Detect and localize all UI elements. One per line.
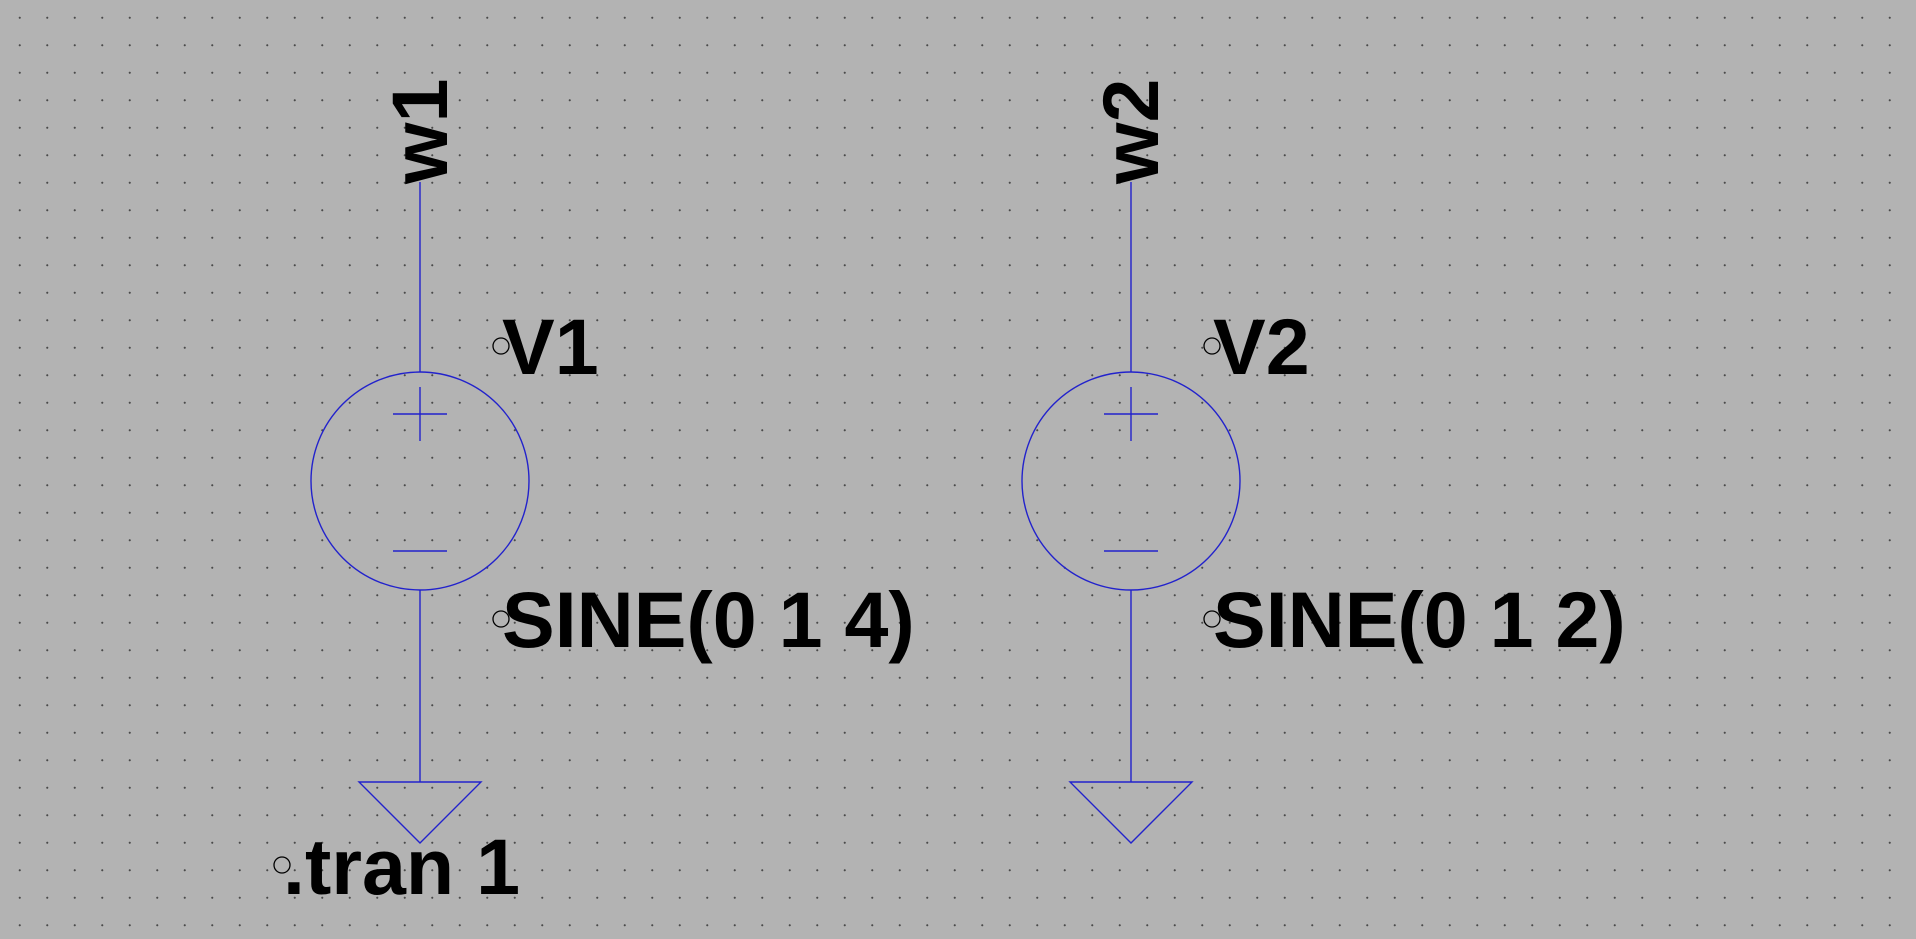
- net-label-w1[interactable]: w1: [375, 79, 464, 185]
- net-label-w2[interactable]: w2: [1086, 79, 1175, 185]
- directive-anchor: [273, 856, 291, 874]
- spice-directive[interactable]: .tran 1: [283, 822, 520, 911]
- ground-symbol-1[interactable]: [357, 781, 483, 844]
- component-value-v2[interactable]: SINE(0 1 2): [1213, 575, 1626, 664]
- component-name-v2[interactable]: V2: [1213, 302, 1310, 391]
- voltage-source-v2[interactable]: [1021, 371, 1241, 591]
- component-value-v1[interactable]: SINE(0 1 4): [502, 575, 915, 664]
- v2-name-anchor: [1203, 337, 1221, 355]
- v2-value-anchor: [1203, 610, 1221, 628]
- ground-icon: [357, 781, 483, 844]
- voltage-source-v1[interactable]: [310, 371, 530, 591]
- ground-icon: [1068, 781, 1194, 844]
- v1-value-anchor: [492, 610, 510, 628]
- ground-symbol-2[interactable]: [1068, 781, 1194, 844]
- component-name-v1[interactable]: V1: [502, 302, 599, 391]
- v1-name-anchor: [492, 337, 510, 355]
- net-label-w1-text: w1: [375, 79, 464, 185]
- net-label-w2-text: w2: [1086, 79, 1175, 185]
